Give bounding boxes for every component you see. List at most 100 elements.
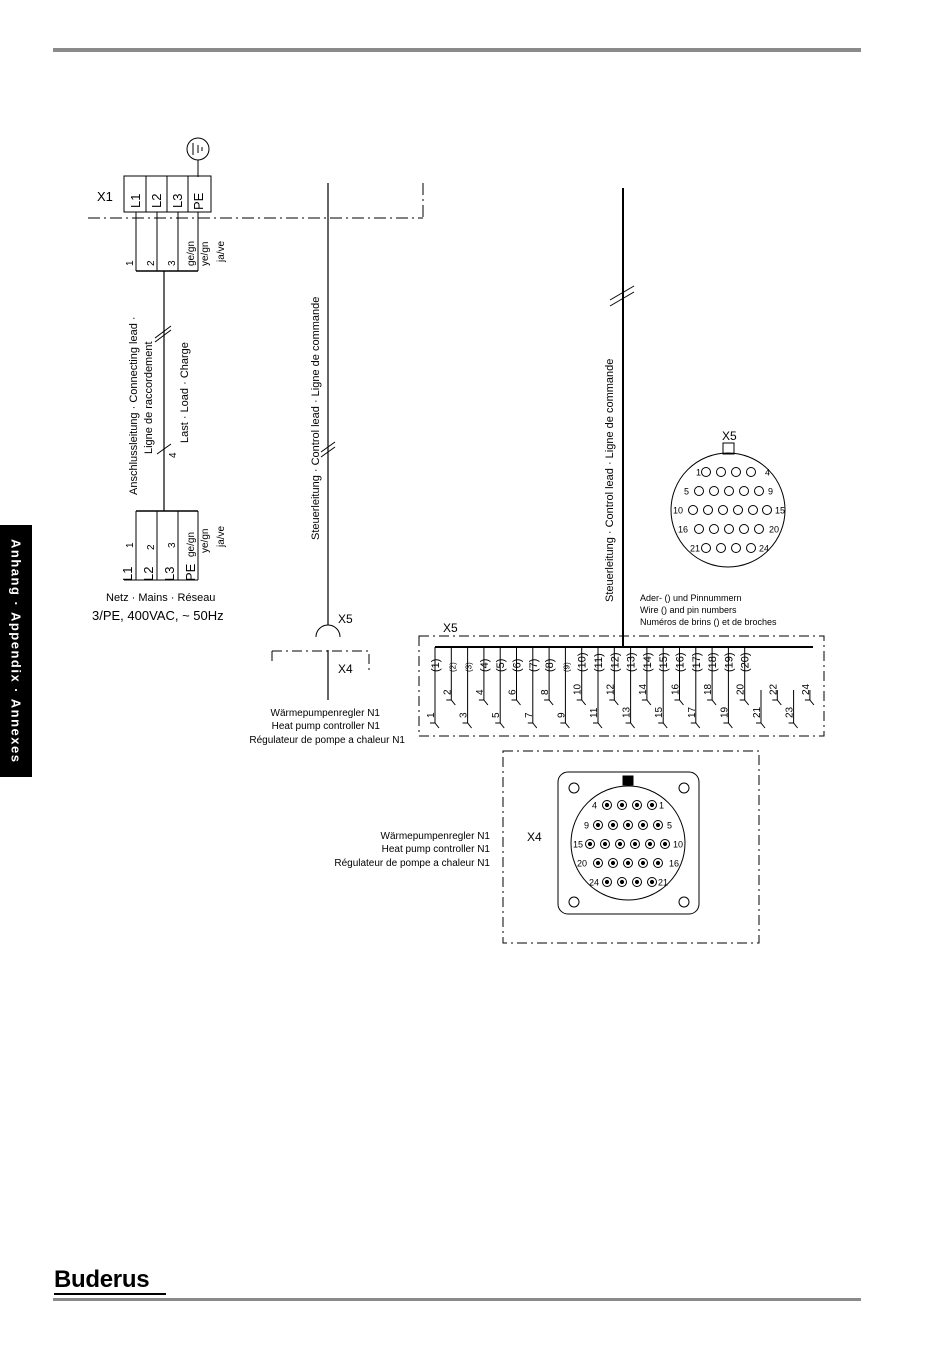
x4-pin — [630, 839, 640, 849]
strip-contact — [430, 722, 440, 729]
x5-pin — [701, 543, 711, 553]
strip-wire-label: (8) — [544, 659, 556, 672]
x4-pin — [615, 839, 625, 849]
x5-pin — [746, 543, 756, 553]
strip-upper-pin: 16 — [671, 683, 682, 695]
legend-line3: Numéros de brins () et de broches — [640, 617, 777, 627]
mains-terminal-pe: PE — [183, 563, 198, 581]
x5-pin — [701, 467, 711, 477]
x4-pin — [623, 820, 633, 830]
strip-wire-label: (20) — [740, 652, 752, 672]
x5-pin — [739, 486, 749, 496]
x4-pin — [623, 858, 633, 868]
x4-pin — [608, 858, 618, 868]
x4-pin — [617, 800, 627, 810]
x5-pin — [724, 486, 734, 496]
x5-pin-number: 21 — [690, 544, 700, 554]
strip-contact — [495, 722, 505, 729]
strip-upper-pin: 14 — [638, 683, 649, 695]
x5-pin — [746, 467, 756, 477]
x5-pin-number: 24 — [759, 544, 769, 554]
x4-pin — [653, 820, 663, 830]
x4-pin-core — [602, 841, 608, 847]
strip-contact — [511, 699, 521, 706]
x4-pin-number: 9 — [584, 821, 589, 831]
x1-wire-3: 3 — [167, 260, 178, 266]
strip-contact — [804, 699, 815, 706]
strip-contact — [625, 722, 635, 729]
x4-pin-number: 1 — [659, 801, 664, 811]
strip-upper-pin: 20 — [736, 683, 747, 695]
strip-wire-label: (4) — [479, 659, 491, 672]
legend-line1: Ader- () und Pinnummern — [640, 593, 742, 603]
strip-contact — [756, 722, 766, 729]
x4-pin — [608, 820, 618, 830]
x5-strip-drops — [434, 647, 811, 723]
x5-pin — [716, 543, 726, 553]
strip-lower-pin: 7 — [524, 712, 535, 718]
mains-wire-3: 3 — [167, 542, 178, 548]
x5-pin — [688, 505, 698, 515]
x1-terminal-l3: L3 — [170, 194, 185, 208]
strip-contact — [739, 699, 750, 706]
x4-pin-core — [634, 802, 640, 808]
x1-terminal-l2: L2 — [149, 194, 164, 208]
strip-upper-pin: 8 — [540, 689, 551, 695]
strip-wire-label: (19) — [723, 652, 735, 672]
x4-pin — [660, 839, 670, 849]
x4-controller-line2: Heat pump controller N1 — [382, 844, 491, 855]
x4-pin-core — [655, 822, 661, 828]
earth-icon — [186, 137, 210, 177]
x5-pin — [748, 505, 758, 515]
x4-pin — [600, 839, 610, 849]
x4-pin-core — [619, 802, 625, 808]
strip-contact — [707, 699, 717, 706]
x4-pin — [617, 877, 627, 887]
x5-pin — [718, 505, 728, 515]
strip-wire-label: (1) — [430, 659, 442, 672]
x4-pin — [593, 820, 603, 830]
x5-pin — [733, 505, 743, 515]
mains-wire-1: 1 — [125, 542, 136, 548]
top-rule — [53, 48, 861, 52]
mains-terminal-l3: L3 — [162, 567, 177, 581]
x4-pin-core — [662, 841, 668, 847]
controller-line3: Régulateur de pompe a chaleur N1 — [249, 735, 405, 746]
control-lead-left: Steuerleitung · Control lead · Ligne de … — [310, 297, 322, 540]
strip-wire-label: (12) — [609, 652, 621, 672]
x4-pin-core — [649, 879, 655, 885]
x4-pin-core — [587, 841, 593, 847]
x5-pin-number: 15 — [775, 506, 785, 516]
strip-wire-label: (2) — [448, 662, 457, 672]
x4-pin-number: 4 — [592, 801, 597, 811]
strip-wire-label: (14) — [642, 652, 654, 672]
x4-pin — [638, 858, 648, 868]
controller-line2: Heat pump controller N1 — [272, 721, 381, 732]
strip-wire-label: (9) — [562, 662, 571, 672]
strip-contact — [690, 722, 701, 729]
x4-controller-line1: Wärmepumpenregler N1 — [381, 831, 491, 842]
x4-pin — [638, 820, 648, 830]
x5-pin-number: 20 — [769, 525, 779, 535]
mains-pe-wire-fr: ja/ve — [216, 525, 227, 548]
strip-lower-pin: 5 — [491, 712, 502, 718]
x4-pin — [602, 800, 612, 810]
x4-pin-core — [625, 822, 631, 828]
x1-terminal-l1: L1 — [128, 194, 143, 208]
x4-pin-core — [610, 860, 616, 866]
brand-logo: Buderus — [54, 1266, 150, 1293]
x1-wire-1: 1 — [125, 260, 136, 266]
x4-pin-core — [595, 860, 601, 866]
strip-wire-label: (3) — [465, 662, 474, 672]
x4-pin-core — [610, 822, 616, 828]
strip-contact — [593, 722, 603, 729]
x4-controller-line3: Régulateur de pompe a chaleur N1 — [334, 858, 490, 869]
legend-line2: Wire () and pin numbers — [640, 605, 737, 615]
strip-contact — [527, 722, 538, 729]
x5-pin — [731, 543, 741, 553]
side-tab-label: Anhang · Appendix · Annexes — [8, 538, 24, 764]
x4-pin — [645, 839, 655, 849]
x5-pin — [724, 524, 734, 534]
x5-strip-contacts — [430, 699, 815, 729]
